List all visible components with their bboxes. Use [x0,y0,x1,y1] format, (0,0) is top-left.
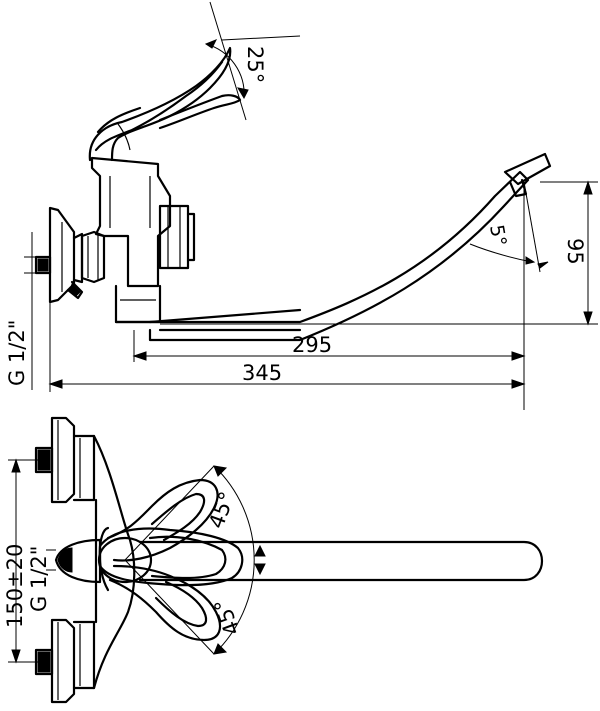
mixer-body-side [90,156,196,324]
handle-angle-marking: 25° [204,1,301,121]
reach-345-label: 345 [242,361,282,385]
reach-295-dimension: 295 [132,330,526,362]
reach-345-dimension: 345 [48,300,526,392]
side-view: 25° 5° 95 295 [5,1,598,410]
spout-plan [138,540,544,582]
spout-tip-angle-label: 5° [485,223,510,248]
lever-handle-side [88,46,242,162]
centre-distance-label: 150±20 [3,544,27,628]
eccentric-inlet-side [34,255,84,300]
spout-tip-angle-marking: 5° [469,181,549,410]
handle-angle-label: 25° [243,46,267,83]
plan-thread-label: G 1/2" [27,546,51,612]
top-flange-plan [34,416,96,504]
plan-view: 45° 45° 150±20 G 1/2" [3,416,544,704]
reach-295-label: 295 [292,333,332,357]
lever-handle-swing-down [108,564,222,642]
plan-thread-dimension: G 1/2" [27,546,56,612]
centre-distance-dimension: 150±20 [3,458,40,664]
swing-angle-lower-label: 45° [209,595,244,638]
side-thread-label: G 1/2" [5,320,29,386]
mixer-body-plan [54,434,136,690]
lever-handle-swing-up [106,478,219,562]
hex-nut-side [80,230,106,284]
spout-side [114,152,552,342]
lever-handle-plan [97,527,244,587]
side-thread-dimension: G 1/2" [5,232,36,390]
spout-height-dimension: 95 [540,180,598,326]
spout-height-label: 95 [563,238,587,265]
swing-angle-upper-label: 45° [204,489,239,532]
bottom-flange-plan [34,618,96,704]
